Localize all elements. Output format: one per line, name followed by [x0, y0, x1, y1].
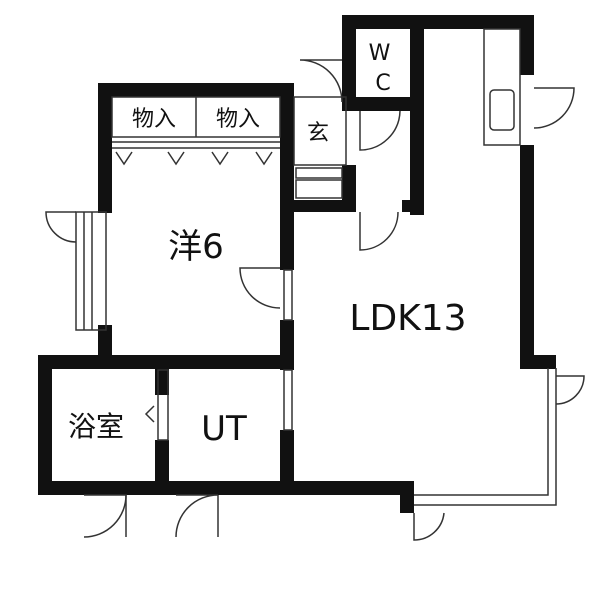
label-utility: UT — [201, 409, 247, 449]
label-wc: W C — [369, 41, 398, 96]
label-ldk: LDK13 — [349, 298, 466, 339]
label-bath: 浴室 — [68, 410, 124, 443]
label-closet-left: 物入 — [132, 107, 176, 132]
label-wc-line1: W — [369, 41, 391, 66]
label-western-room: 洋6 — [168, 227, 224, 267]
label-closet-right: 物入 — [216, 107, 260, 132]
label-entrance: 玄 — [307, 121, 329, 146]
doors — [45, 59, 585, 541]
walls — [38, 15, 556, 513]
fixtures — [75, 28, 557, 506]
label-wc-line2: C — [375, 71, 390, 96]
